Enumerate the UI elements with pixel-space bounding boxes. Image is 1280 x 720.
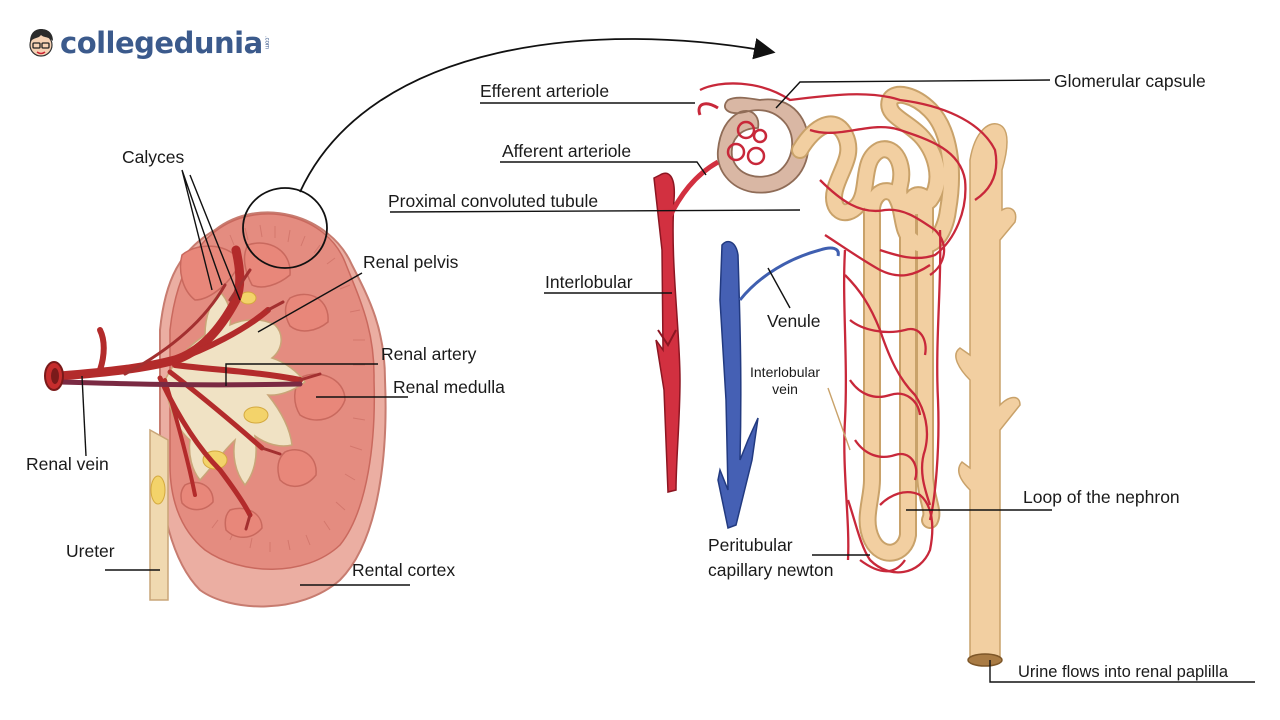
renal-pelvis	[164, 290, 307, 487]
leader-lines	[81, 79, 1255, 683]
label-glomerular-capsule: Glomerular capsule	[1054, 71, 1206, 91]
mascot-icon	[29, 29, 53, 57]
label-interlobular-vein-line2: vein	[772, 381, 798, 397]
label-proximal-tubule: Proximal convoluted tubule	[388, 191, 599, 211]
label-peritubular: Peritubular capillary newton	[708, 533, 833, 583]
label-ureter: Ureter	[66, 541, 115, 561]
label-interlobular-vein-line1: Interlobular	[750, 364, 821, 380]
afferent-vessel	[665, 159, 720, 222]
label-afferent-arteriole: Afferent arteriole	[502, 141, 632, 161]
ureter	[149, 428, 169, 601]
renal-fat	[150, 291, 269, 505]
label-calyces: Calyces	[122, 147, 185, 167]
label-rental-cortex: Rental cortex	[352, 560, 456, 580]
renal-vessels	[55, 245, 322, 531]
brand-name: collegedunia	[60, 26, 263, 60]
label-efferent-arteriole: Efferent arteriole	[480, 81, 610, 101]
zoom-arrow	[299, 38, 776, 193]
label-renal-medulla: Renal medulla	[393, 377, 505, 397]
glomerular-capsule	[717, 96, 810, 194]
brand-tld: .com	[263, 36, 270, 50]
label-peritubular-line1: Peritubular	[708, 535, 793, 555]
interlobular-artery	[653, 172, 681, 493]
label-peritubular-line2: capillary newton	[708, 560, 834, 580]
peritubular-capillaries	[699, 82, 998, 574]
label-interlobular-vein: Interlobular vein	[750, 364, 820, 398]
label-loop-of-nephron: Loop of the nephron	[1023, 487, 1180, 507]
kidney-illustration	[44, 211, 387, 608]
collecting-duct	[955, 123, 1021, 661]
nephron-illustration	[653, 82, 1021, 667]
zoom-region-circle	[242, 187, 328, 269]
efferent-vessel	[697, 102, 719, 116]
label-renal-vein: Renal vein	[26, 454, 109, 474]
label-venule: Venule	[767, 311, 821, 331]
label-renal-artery: Renal artery	[381, 344, 477, 364]
brand-logo[interactable]: collegedunia .com	[26, 24, 270, 62]
tubules	[791, 85, 960, 562]
label-renal-pelvis: Renal pelvis	[363, 252, 459, 272]
label-urine-flows: Urine flows into renal paplilla	[1018, 663, 1229, 681]
venule-vessel	[738, 246, 840, 301]
glomerulus	[726, 120, 768, 166]
interlobular-vein	[717, 240, 759, 530]
label-interlobular: Interlobular	[545, 272, 633, 292]
